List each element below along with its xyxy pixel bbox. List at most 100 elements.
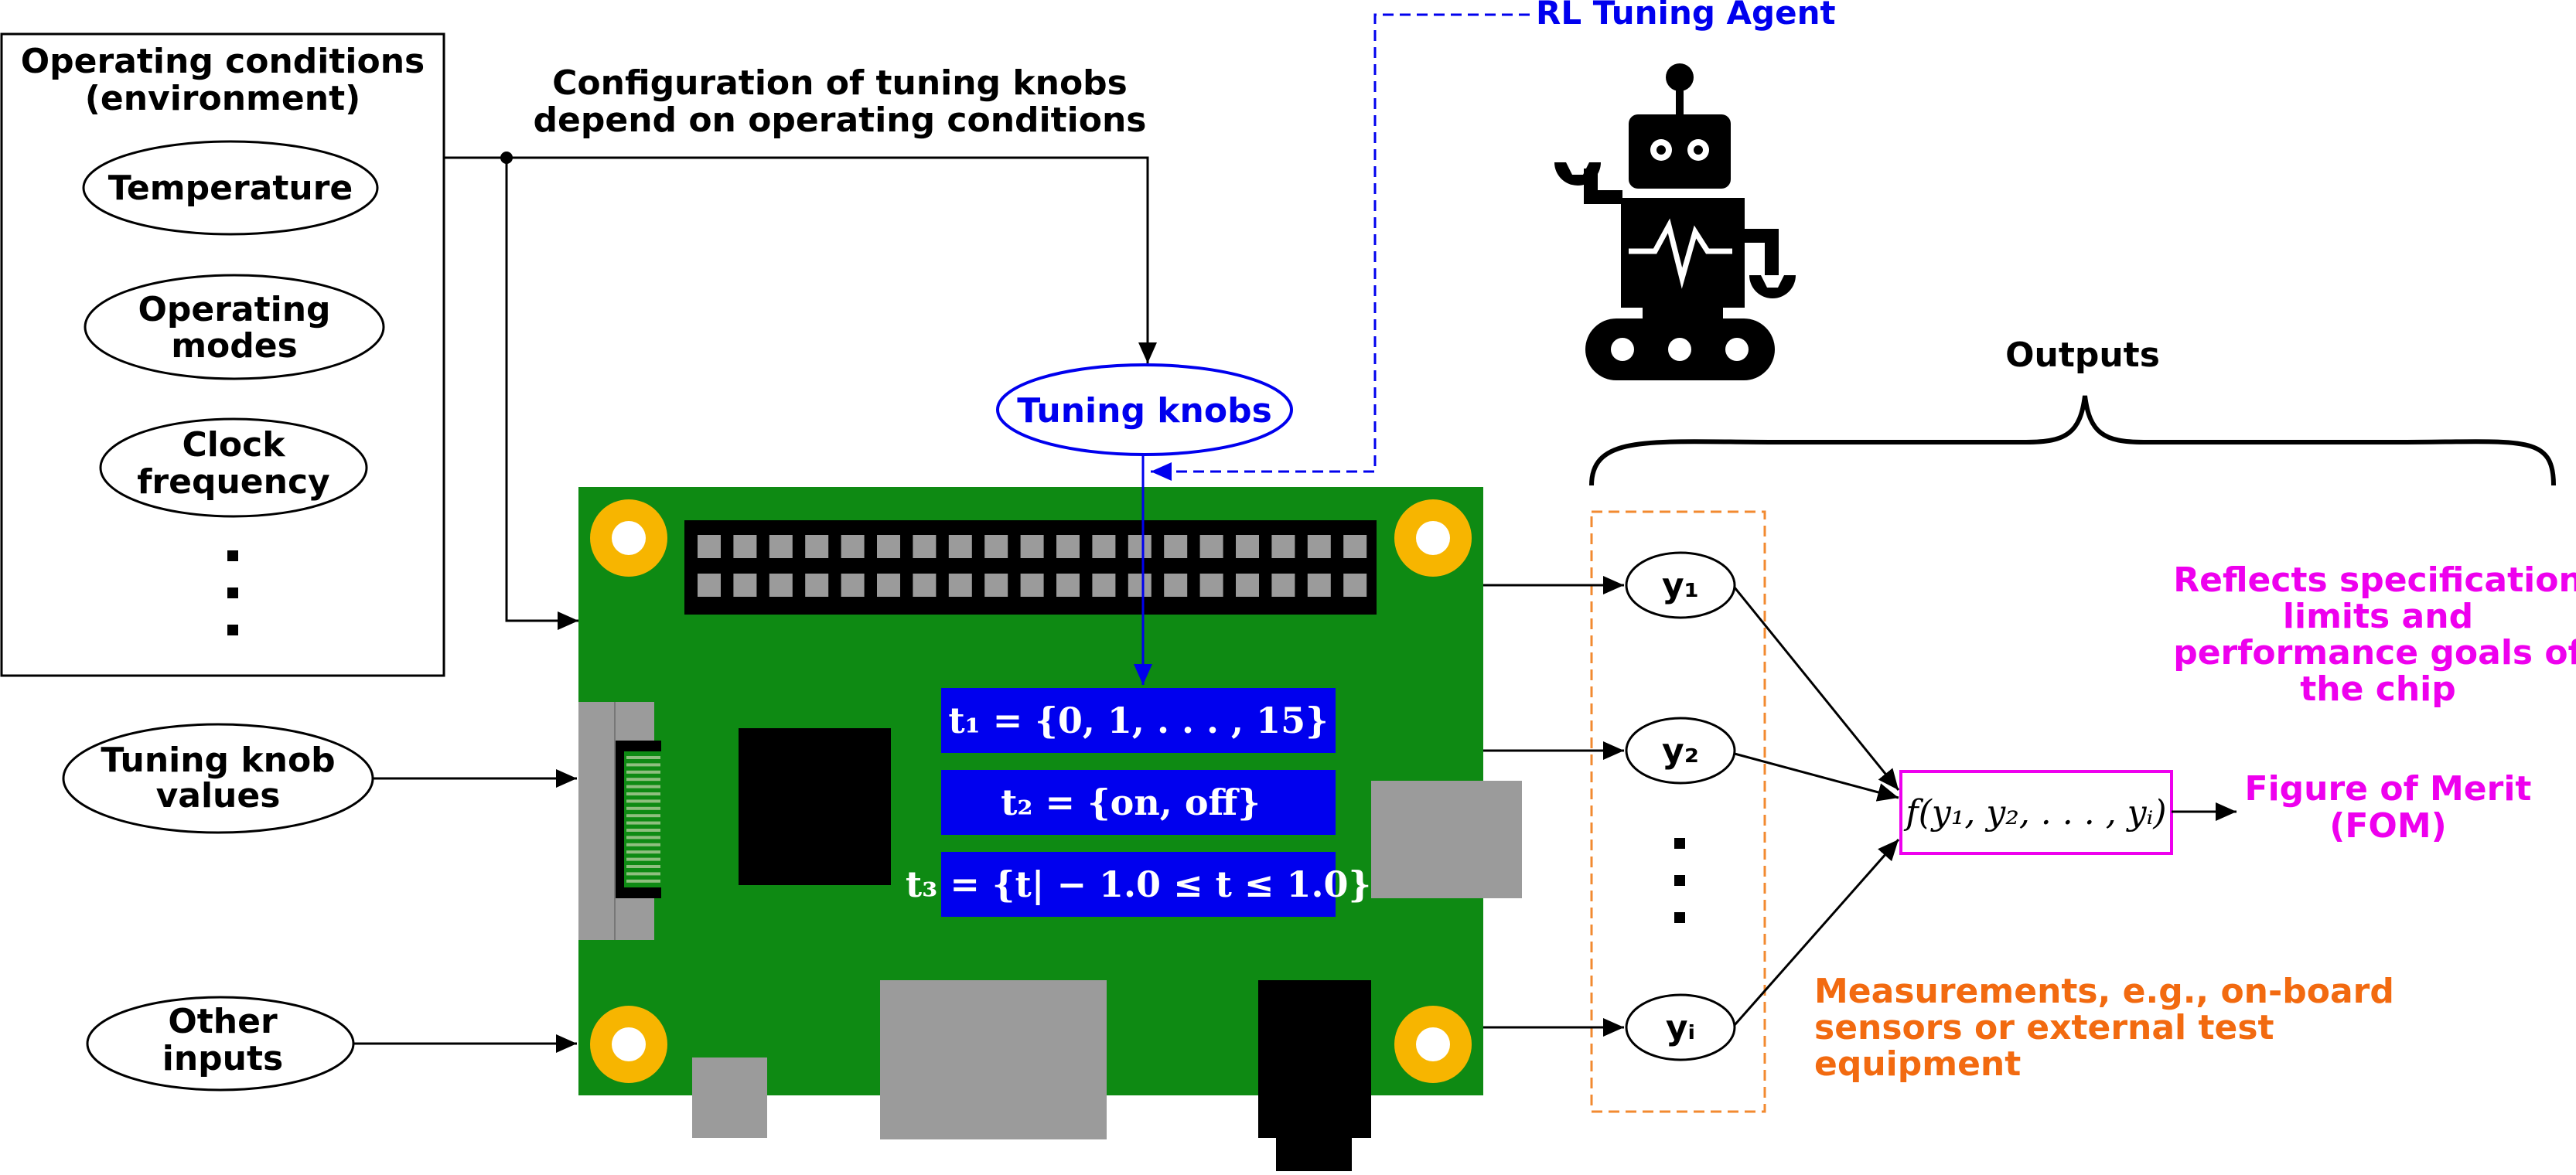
tuning-knob-values-label-2: values [156,776,281,816]
temperature-node [82,140,379,236]
output-yi-label: yᵢ [1666,1008,1695,1047]
header-pin [1236,535,1259,558]
ribbon-line [626,778,660,782]
header-pin [841,535,865,558]
header-pin [1343,574,1367,597]
measurements-dashed-box [1590,510,1766,1113]
ribbon-line [626,770,660,774]
fom-function-text: f(y₁, y₂, . . . , yᵢ) [1903,793,2166,833]
tuning-knobs-node [996,363,1293,456]
header-pin [733,574,757,597]
header-pin [841,574,865,597]
other-inputs-label-1: Other [168,1002,278,1041]
knob-definition-1-text: t₁ = {0, 1, . . . , 15} [948,700,1328,741]
power-jack [1258,980,1371,1171]
ribbon-line [626,879,660,883]
header-pin [913,535,937,558]
header-pin [1128,574,1152,597]
operating-conditions-connectors [444,156,1157,630]
robot-icon [1554,63,1796,380]
ribbon-line [626,806,660,810]
header-pin [948,535,972,558]
header-pin [877,574,900,597]
operating-conditions-title: Operating conditions [21,42,425,81]
header-pin [1092,535,1116,558]
header-pin [1199,535,1223,558]
header-pin [1199,574,1223,597]
ribbon-line [626,865,660,868]
header-pin [1236,574,1259,597]
other-inputs-label-2: inputs [162,1039,283,1078]
header-pin [1092,574,1116,597]
measurements-note-line1: Measurements, e.g., on-board [1814,972,2394,1011]
knob-definition-2-text: t₂ = {on, off} [1001,782,1261,823]
header-pin [769,535,793,558]
header-pin [1020,574,1044,597]
header-pin [1271,535,1295,558]
header-pin [698,535,721,558]
ribbon-line [626,850,660,854]
spec-note-line3: performance goals of [2173,633,2576,673]
operating-modes-label-1: Operating [138,290,330,329]
config-note-line2: depend on operating conditions [534,100,1147,140]
output-y1-label: y₁ [1662,566,1699,605]
outputs-title: Outputs [2005,335,2160,375]
circuit-board: t₁ = {0, 1, . . . , 15} t₂ = {on, off} t… [578,455,1522,1171]
header-pin [1164,535,1188,558]
header-pin [1307,535,1331,558]
operating-conditions-subtitle: (environment) [85,79,360,118]
knob-definition-3-text: t₃ = {t| − 1.0 ≤ t ≤ 1.0} [906,863,1371,905]
operating-conditions-ellipsis [227,550,238,635]
usb-port [1371,781,1522,898]
header-pin [733,535,757,558]
board-to-output-arrows [1483,576,1624,1037]
temperature-label: Temperature [108,169,353,208]
header-pin [1020,535,1044,558]
spec-note-line4: the chip [2300,669,2456,709]
ribbon-line [626,763,660,767]
small-component [692,1058,767,1138]
ribbon-line [626,785,660,788]
spec-note-line1: Reflects specification [2173,560,2576,600]
measurements-note: Measurements, e.g., on-board sensors or … [1814,972,2394,1084]
ribbon-line [626,821,660,825]
clock-frequency-node [99,417,368,518]
operating-modes-node [84,274,385,380]
header-pin [877,535,900,558]
spec-note: Reflects specification limits and perfor… [2173,560,2576,709]
header-pin [1056,574,1080,597]
tuning-knobs-label: Tuning knobs [1017,391,1272,431]
knob-definition-1 [941,688,1336,753]
measurements-note-line2: sensors or external test [1814,1008,2274,1047]
knob-definition-2 [941,770,1336,835]
ribbon-line [626,836,660,840]
output-y2-node [1625,717,1736,785]
operating-modes-label-2: modes [171,326,298,366]
output-y1-node [1625,551,1736,619]
tuning-knob-values-label-1: Tuning knob [101,741,335,780]
chip [739,728,891,885]
output-y2-label: y₂ [1662,731,1699,771]
ribbon-line [626,814,660,818]
header-pin [1128,535,1152,558]
rl-agent-connector [1151,13,1530,481]
outputs-to-fom-arrows [1733,587,1900,1026]
header-pin [1307,574,1331,597]
ribbon-line [626,799,660,803]
header-pin [769,574,793,597]
clock-frequency-label-1: Clock [183,425,287,465]
ribbon-connector [578,702,661,940]
knob-definitions: t₁ = {0, 1, . . . , 15} t₂ = {on, off} t… [906,688,1371,917]
spec-note-line2: limits and [2283,597,2473,636]
output-yi-node [1625,993,1736,1061]
header-pin [1056,535,1080,558]
header-pin [984,574,1008,597]
fom-label-line2: (FOM) [2329,806,2446,846]
header-pin [948,574,972,597]
outputs-brace [1589,395,2556,486]
operating-conditions-group: Operating conditions (environment) Tempe… [0,32,445,677]
outputs-ellipsis [1674,838,1685,923]
header-pin [1343,535,1367,558]
junction-dot [500,152,513,164]
